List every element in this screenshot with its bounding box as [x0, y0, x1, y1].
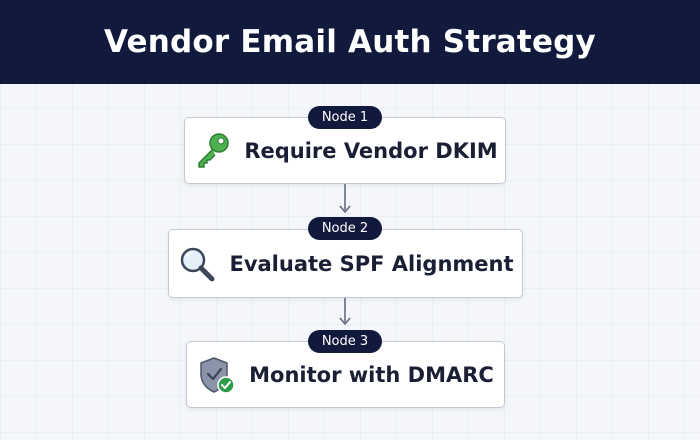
diagram-title: Vendor Email Auth Strategy — [104, 24, 596, 60]
node-2-label: Evaluate SPF Alignment — [229, 251, 514, 276]
arrowhead-1-2 — [339, 205, 351, 214]
magnifier-icon — [177, 244, 217, 284]
shield-check-icon — [197, 355, 237, 395]
node-3-label: Monitor with DMARC — [249, 362, 494, 387]
key-icon — [192, 131, 232, 171]
node-1-label: Require Vendor DKIM — [244, 138, 498, 163]
node-2-badge: Node 2 — [308, 217, 382, 240]
title-bar: Vendor Email Auth Strategy — [0, 0, 700, 84]
node-3-badge: Node 3 — [308, 330, 382, 353]
node-1-badge: Node 1 — [308, 106, 382, 129]
arrowhead-2-3 — [339, 317, 351, 326]
node-2[interactable]: Evaluate SPF Alignment — [168, 229, 523, 298]
